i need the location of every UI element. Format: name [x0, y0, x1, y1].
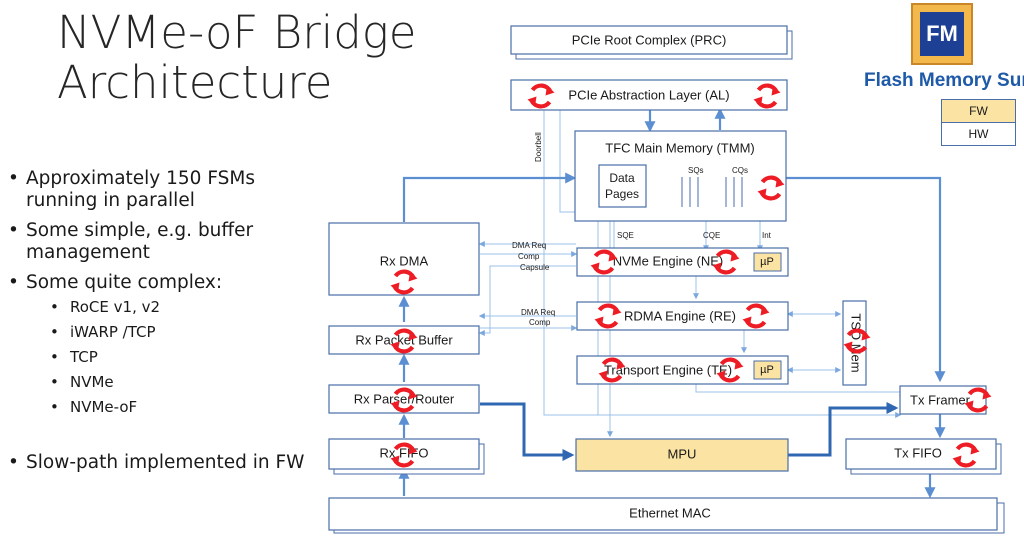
sqe-label: SQE	[617, 231, 634, 240]
bullet-text: Slow-path implemented in FW	[26, 452, 305, 473]
logo-mark-text: FM	[926, 21, 958, 46]
tfc-main-memory-box: TFC Main Memory (TMM) Data Pages SQs CQs	[574, 130, 787, 222]
bullet-dot: •	[50, 323, 59, 341]
bullet-item: • Some quite complex: • RoCE v1, v2 • iWARP…	[8, 272, 308, 416]
sub-bullet-item: • NVMe-oF	[26, 398, 308, 416]
sub-bullet-text: iWARP /TCP	[70, 323, 156, 341]
sqs-label: SQs	[688, 166, 704, 175]
bullet-list: • Approximately 150 FSMs running in paral…	[8, 168, 308, 482]
rx-packet-buffer-label: Rx Packet Buffer	[355, 332, 453, 347]
transport-engine-label: Transport Engine (TE)	[604, 362, 732, 377]
capsule-label: Capsule	[520, 263, 550, 272]
ethernet-mac-box: Ethernet MAC	[328, 497, 1005, 534]
rx-fifo-label: Rx FIFO	[379, 445, 428, 460]
bullet-dot: •	[8, 220, 19, 241]
bullet-item: • Some simple, e.g. buffer management	[8, 220, 308, 264]
bullet-text: Some quite complex:	[26, 272, 223, 293]
sub-bullet-item: • iWARP /TCP	[26, 323, 308, 341]
bullet-dot: •	[8, 168, 19, 189]
bullet-dot: •	[50, 373, 59, 391]
ethernet-mac-label: Ethernet MAC	[629, 505, 711, 520]
sub-bullet-text: TCP	[70, 348, 98, 366]
flash-memory-summit-logo: FM Flash Memory Summ	[864, 3, 1024, 91]
up-label: µP	[760, 364, 774, 376]
bullet-item: • Slow-path implemented in FW	[8, 452, 308, 474]
bullet-text: Approximately 150 FSMs running in parall…	[26, 168, 255, 211]
data-pages-label-1: Data	[609, 171, 635, 185]
tmm-label: TFC Main Memory (TMM)	[605, 140, 755, 155]
tso-mem-label: TSO Mem	[849, 313, 864, 372]
logo-text: Flash Memory Summ	[864, 70, 1024, 91]
bullet-dot: •	[8, 452, 19, 473]
logo-mark	[920, 12, 964, 56]
dma-req-label: DMA Req	[512, 241, 546, 250]
cqe-label: CQE	[703, 231, 720, 240]
al-label: PCIe Abstraction Layer (AL)	[568, 87, 729, 102]
tx-framer-label: Tx Framer	[910, 392, 971, 407]
legend-fw: FW	[941, 99, 1016, 123]
sub-bullet-list: • RoCE v1, v2 • iWARP /TCP • TCP • NVMe • NVM…	[26, 298, 308, 416]
legend: FW HW	[941, 99, 1016, 146]
mpu-box: MPU	[575, 438, 789, 472]
rx-dma-box: Rx DMA	[328, 222, 480, 296]
bullet-text: Some simple, e.g. buffer management	[26, 220, 254, 263]
sub-bullet-text: RoCE v1, v2	[70, 298, 161, 316]
data-pages-label-2: Pages	[605, 187, 639, 201]
sub-bullet-text: NVMe	[70, 373, 114, 391]
rx-parser-label: Rx Parser/Router	[354, 391, 455, 406]
rx-dma-label: Rx DMA	[380, 253, 429, 268]
bullet-dot: •	[50, 398, 59, 416]
pcie-root-complex-box: PCIe Root Complex (PRC)	[510, 25, 793, 60]
up-label: µP	[760, 256, 774, 268]
tx-fifo-label: Tx FIFO	[894, 445, 942, 460]
bullet-dot: •	[50, 298, 59, 316]
title-line-1: NVMe-oF Bridge	[57, 6, 417, 59]
cqs-label: CQs	[732, 166, 748, 175]
mpu-label: MPU	[668, 446, 697, 461]
nvme-engine-label: NVMe Engine (NE)	[613, 253, 724, 268]
doorbell-label: Doorbell	[534, 132, 543, 162]
slide-title: NVMe-oF Bridge Architecture	[57, 8, 477, 108]
dma-req-label: DMA Req	[521, 308, 555, 317]
comp-label: Comp	[529, 318, 551, 327]
int-label: Int	[762, 231, 772, 240]
prc-label: PCIe Root Complex (PRC)	[572, 32, 727, 47]
bullet-dot: •	[50, 348, 59, 366]
tso-mem-box: TSO Mem	[842, 300, 867, 386]
flow-arrows	[398, 107, 946, 499]
pcie-abstraction-layer-box: PCIe Abstraction Layer (AL)	[510, 79, 788, 111]
sub-bullet-item: • NVMe	[26, 373, 308, 391]
rx-packet-buffer-box: Rx Packet Buffer	[328, 325, 480, 355]
sub-bullet-text: NVMe-oF	[70, 398, 138, 416]
title-line-2: Architecture	[57, 56, 333, 109]
sub-bullet-item: • RoCE v1, v2	[26, 298, 308, 316]
bullet-dot: •	[8, 272, 19, 293]
legend-hw: HW	[941, 123, 1016, 146]
tx-fifo-box: Tx FIFO	[845, 438, 1002, 475]
rdma-engine-label: RDMA Engine (RE)	[624, 308, 736, 323]
bullet-item: • Approximately 150 FSMs running in paral…	[8, 168, 308, 212]
sub-bullet-item: • TCP	[26, 348, 308, 366]
comp-label: Comp	[518, 252, 540, 261]
